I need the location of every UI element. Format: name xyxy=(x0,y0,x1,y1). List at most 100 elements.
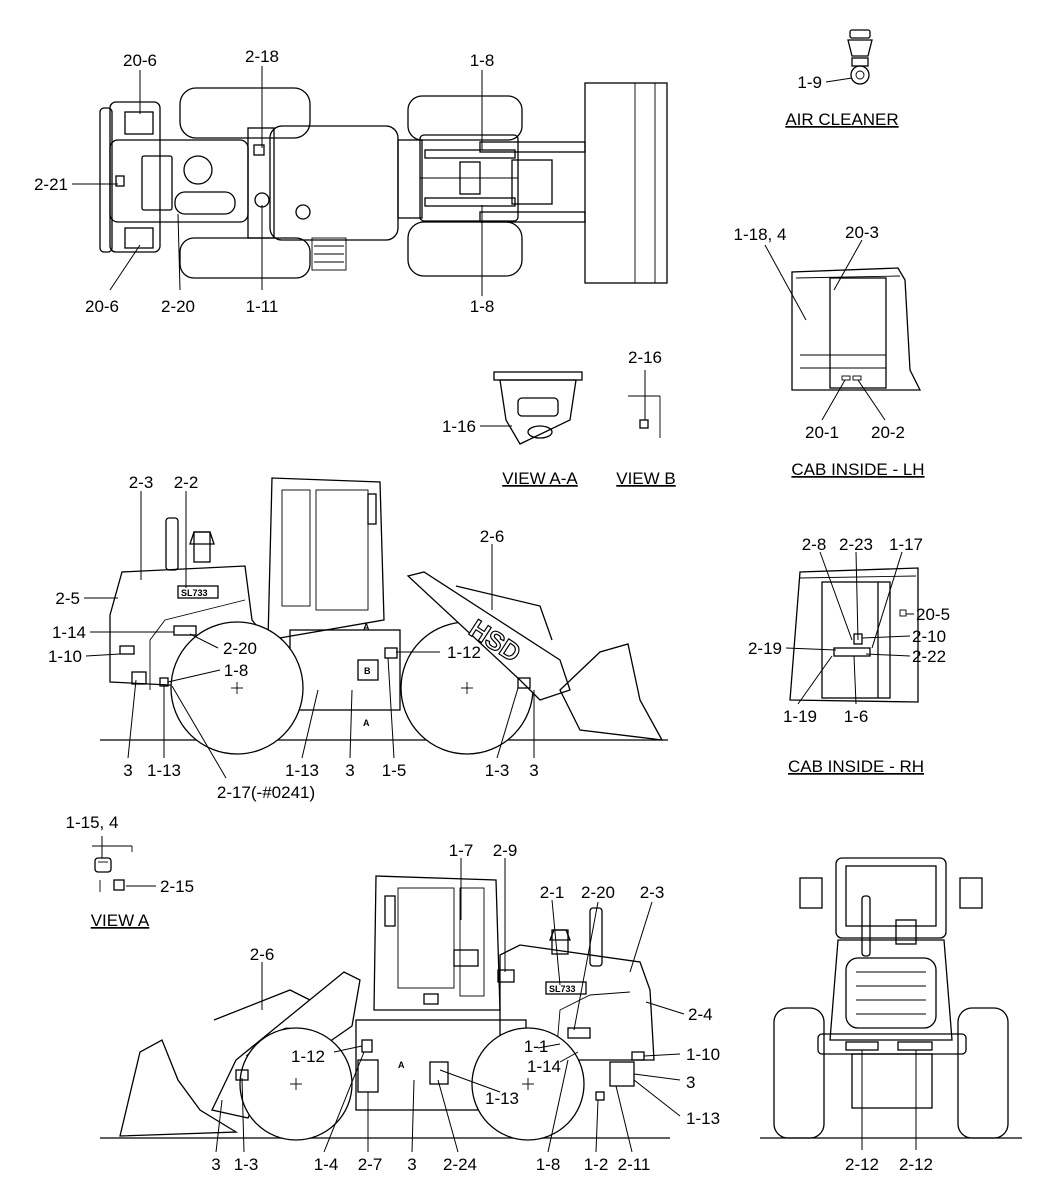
right-side-view: HSD A SL733 xyxy=(100,858,685,1153)
label-2-8: 2-8 xyxy=(802,535,827,554)
label-2-20-top: 2-20 xyxy=(161,297,195,316)
label-1-18-4: 1-18, 4 xyxy=(734,225,787,244)
label-2-17: 2-17(-#0241) xyxy=(217,783,315,802)
bucket-top xyxy=(584,82,668,284)
label-1-14-right: 1-14 xyxy=(527,1057,561,1076)
front-wheel-bottom xyxy=(407,221,523,277)
label-2-15: 2-15 xyxy=(160,877,194,896)
label-20-5: 20-5 xyxy=(916,605,950,624)
caption-air-cleaner: AIR CLEANER xyxy=(785,110,898,129)
caption-cab-inside-lh: CAB INSIDE - LH xyxy=(791,460,924,479)
cab-inside-lh-view xyxy=(764,239,922,421)
label-1-8-top: 1-8 xyxy=(470,51,495,70)
label-1-13-left-a: 1-13 xyxy=(147,761,181,780)
label-2-2: 2-2 xyxy=(174,473,199,492)
front-wheel-top xyxy=(407,95,523,141)
label-2-20-right: 2-20 xyxy=(581,883,615,902)
svg-text:SL733: SL733 xyxy=(181,588,208,598)
label-1-3-right: 1-3 xyxy=(234,1155,259,1174)
caption-view-a: VIEW A xyxy=(91,911,150,930)
label-1-13-left-b: 1-13 xyxy=(285,761,319,780)
svg-text:A: A xyxy=(363,718,370,728)
label-1-12-right: 1-12 xyxy=(291,1047,325,1066)
label-20-3: 20-3 xyxy=(845,223,879,242)
label-1-16: 1-16 xyxy=(442,417,476,436)
label-2-1: 2-1 xyxy=(540,883,565,902)
label-2-11: 2-11 xyxy=(618,1155,651,1174)
label-3-right-a: 3 xyxy=(686,1073,695,1092)
label-1-13-right-a: 1-13 xyxy=(686,1109,720,1128)
left-side-view: SL733 B A A HSD xyxy=(84,477,668,779)
label-2-9: 2-9 xyxy=(493,841,518,860)
label-1-5: 1-5 xyxy=(382,761,407,780)
label-1-4: 1-4 xyxy=(314,1155,339,1174)
label-20-2: 20-2 xyxy=(871,423,905,442)
caption-cab-inside-rh: CAB INSIDE - RH xyxy=(788,757,924,776)
label-1-15-4: 1-15, 4 xyxy=(66,813,119,832)
label-1-10-right: 1-10 xyxy=(686,1045,720,1064)
engine-hood xyxy=(109,139,249,223)
label-2-22: 2-22 xyxy=(912,647,946,666)
label-2-12-left: 2-12 xyxy=(845,1155,879,1174)
label-1-6: 1-6 xyxy=(844,707,869,726)
rear-wheel-top xyxy=(179,87,311,139)
label-2-3-right: 2-3 xyxy=(640,883,665,902)
caption-view-b: VIEW B xyxy=(616,469,676,488)
label-2-23: 2-23 xyxy=(839,535,873,554)
label-2-6-right: 2-6 xyxy=(250,945,275,964)
label-1-1: 1-1 xyxy=(524,1037,549,1056)
label-2-20-left: 2-20 xyxy=(223,639,257,658)
label-20-6-top: 20-6 xyxy=(123,51,157,70)
label-2-19: 2-19 xyxy=(748,639,782,658)
rear-counterweight xyxy=(99,107,113,253)
label-1-12-left: 1-12 xyxy=(447,643,481,662)
label-1-10-left: 1-10 xyxy=(48,647,82,666)
label-2-12-right: 2-12 xyxy=(899,1155,933,1174)
label-1-19: 1-19 xyxy=(783,707,817,726)
label-2-24: 2-24 xyxy=(443,1155,477,1174)
top-view xyxy=(72,66,668,296)
label-2-18: 2-18 xyxy=(245,47,279,66)
label-20-1: 20-1 xyxy=(805,423,839,442)
svg-text:SL733: SL733 xyxy=(549,984,576,994)
label-1-2: 1-2 xyxy=(584,1155,609,1174)
rear-right-tire xyxy=(957,1007,1009,1139)
label-1-8-right: 1-8 xyxy=(536,1155,561,1174)
label-3-right-c: 3 xyxy=(407,1155,416,1174)
label-1-14-left: 1-14 xyxy=(52,623,86,642)
caption-view-aa: VIEW A-A xyxy=(502,469,578,488)
label-2-3-left: 2-3 xyxy=(129,473,154,492)
svg-text:A: A xyxy=(363,622,370,632)
air-cleaner-view xyxy=(825,29,873,85)
label-1-11: 1-11 xyxy=(246,297,279,316)
label-20-6-bottom: 20-6 xyxy=(85,297,119,316)
label-2-4: 2-4 xyxy=(688,1005,713,1024)
label-1-8-bottom: 1-8 xyxy=(470,297,495,316)
label-2-6-left: 2-6 xyxy=(480,527,505,546)
cab-roof xyxy=(269,125,399,241)
view-b xyxy=(628,370,661,438)
label-1-17: 1-17 xyxy=(889,535,923,554)
rear-wheel-bottom xyxy=(179,237,311,279)
label-1-9: 1-9 xyxy=(797,73,822,92)
label-1-7: 1-7 xyxy=(449,841,474,860)
svg-text:B: B xyxy=(364,666,371,676)
label-2-5: 2-5 xyxy=(55,589,80,608)
label-1-3-left: 1-3 xyxy=(485,761,510,780)
label-2-7: 2-7 xyxy=(358,1155,383,1174)
label-3-left-a: 3 xyxy=(123,761,132,780)
label-2-10: 2-10 xyxy=(912,627,946,646)
label-2-21: 2-21 xyxy=(34,175,68,194)
rear-view xyxy=(760,857,1022,1150)
label-2-16: 2-16 xyxy=(628,348,662,367)
view-a xyxy=(92,836,156,892)
label-1-8-left: 1-8 xyxy=(224,661,249,680)
label-1-13-right-b: 1-13 xyxy=(485,1089,519,1108)
label-3-right-b: 3 xyxy=(211,1155,220,1174)
rear-left-tire xyxy=(773,1007,825,1139)
label-3-left-c: 3 xyxy=(529,761,538,780)
label-3-left-b: 3 xyxy=(345,761,354,780)
cab-inside-rh-view xyxy=(785,551,919,705)
svg-text:A: A xyxy=(398,1060,405,1070)
